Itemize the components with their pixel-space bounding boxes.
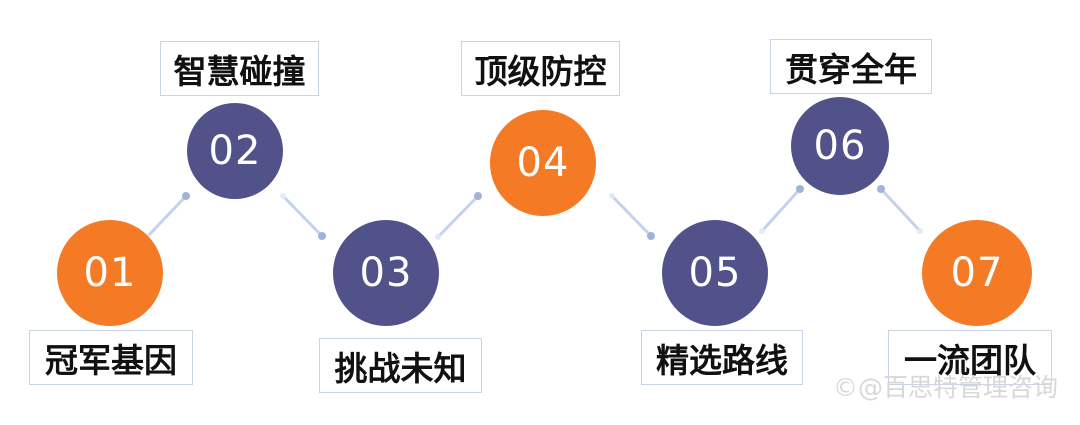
- step-node-07: 07: [922, 220, 1032, 326]
- step-node-02: 02: [187, 103, 283, 199]
- connector-06-07: [879, 187, 922, 233]
- step-label-05: 精选路线: [641, 330, 803, 385]
- connector-dot-faint: [917, 228, 923, 234]
- step-node-04: 04: [490, 110, 596, 216]
- step-node-05: 05: [662, 220, 768, 326]
- connector-dot-faint: [435, 234, 441, 240]
- connector-05-06: [760, 187, 802, 233]
- step-node-03: 03: [333, 220, 439, 326]
- step-label-01: 冠军基因: [29, 330, 193, 385]
- connector-dot-faint: [759, 228, 765, 234]
- connector-dot-faint: [609, 193, 615, 199]
- connector-dot: [877, 185, 885, 193]
- step-label-03: 挑战未知: [319, 338, 482, 393]
- connector-04-05: [610, 194, 653, 238]
- connector-dot: [182, 192, 190, 200]
- step-label-06: 贯穿全年: [770, 39, 932, 94]
- connector-dot: [318, 232, 326, 240]
- connector-dot-faint: [280, 193, 286, 199]
- step-label-04: 顶级防控: [461, 41, 620, 96]
- step-node-06: 06: [791, 97, 889, 195]
- connector-dot: [474, 192, 482, 200]
- connector-dot: [796, 185, 804, 193]
- connector-dot: [647, 232, 655, 240]
- step-label-07: 一流团队: [888, 330, 1052, 385]
- connector-02-03: [281, 194, 324, 238]
- connector-01-02: [145, 194, 188, 239]
- watermark: ©@百思特管理咨询: [832, 373, 1058, 402]
- step-node-01: 01: [57, 220, 163, 326]
- connector-03-04: [436, 194, 480, 239]
- step-label-02: 智慧碰撞: [160, 41, 319, 96]
